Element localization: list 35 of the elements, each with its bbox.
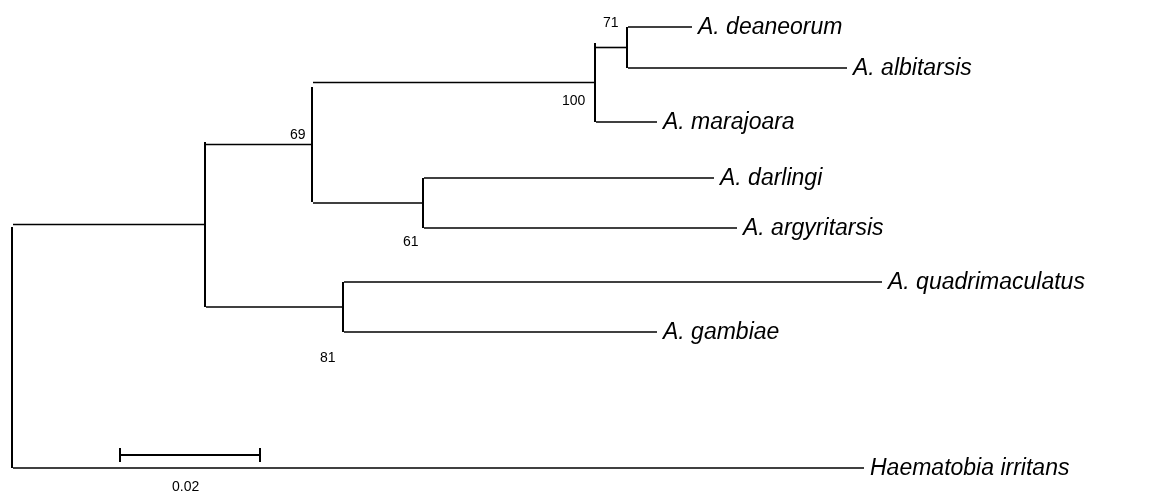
bootstrap-value: 100 <box>562 92 586 108</box>
tree-branch <box>312 202 423 204</box>
tree-branch <box>627 67 848 69</box>
tree-branch <box>343 281 883 283</box>
tree-branch <box>205 306 343 308</box>
species-label: A. deaneorum <box>698 12 843 40</box>
tree-branch <box>343 331 658 333</box>
tree-branch <box>423 177 715 179</box>
bootstrap-value: 71 <box>603 14 619 30</box>
tree-branch <box>12 467 865 469</box>
branch-junction-line <box>11 227 13 468</box>
tree-branch <box>312 81 595 84</box>
bootstrap-value: 81 <box>320 349 336 365</box>
branch-junction-line <box>594 43 596 122</box>
species-label: A. marajoara <box>663 107 795 135</box>
branch-junction-line <box>422 178 424 228</box>
species-label: Haematobia irritans <box>870 453 1070 481</box>
scale-value: 0.02 <box>172 478 200 494</box>
tree-branch <box>595 46 627 49</box>
branch-junction-line <box>626 27 628 68</box>
species-label: A. albitarsis <box>853 53 972 81</box>
species-label: A. argyritarsis <box>743 213 884 241</box>
bootstrap-value: 61 <box>403 233 419 249</box>
tree-branch <box>12 223 205 226</box>
branch-junction-line <box>204 142 206 307</box>
tree-branch <box>205 143 312 146</box>
branch-junction-line <box>311 87 313 202</box>
species-label: A. darlingi <box>720 163 823 191</box>
tree-branch <box>423 227 738 229</box>
species-label: A. gambiae <box>663 317 780 345</box>
branch-junction-line <box>342 282 344 332</box>
bootstrap-value: 69 <box>290 126 306 142</box>
tree-branch <box>595 121 658 123</box>
species-label: A. quadrimaculatus <box>888 267 1085 295</box>
tree-branch <box>627 26 693 28</box>
